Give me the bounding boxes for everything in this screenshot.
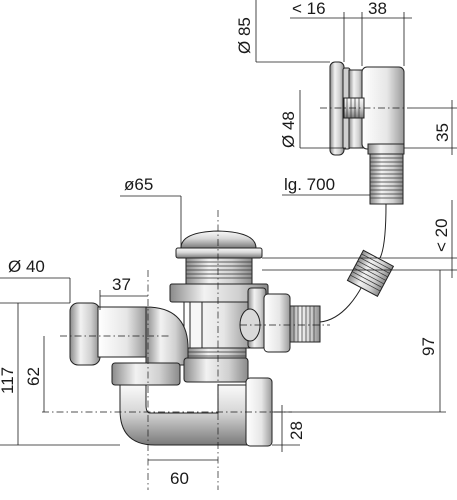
label-overflow-body: 38	[368, 0, 387, 18]
trap-u-bend	[119, 384, 249, 446]
dimension-labels: Ø 85 < 16 38 Ø 48 35 lg. 700 ø65 < 20 97…	[0, 0, 452, 488]
overflow-faceplate	[329, 61, 345, 156]
overflow-hose	[319, 153, 404, 323]
outlet-cap	[69, 302, 101, 366]
trap-assembly	[69, 302, 273, 447]
label-overflow-depth: < 16	[292, 0, 326, 18]
label-overflow-diameter: Ø 85	[235, 17, 254, 54]
outlet-pipe	[97, 306, 147, 358]
trap-nut-right	[183, 357, 249, 383]
label-total-height: 117	[0, 367, 17, 394]
label-outlet-height: 62	[24, 367, 43, 386]
label-hose-length: lg. 700	[284, 175, 335, 194]
trap-nut-left	[111, 362, 181, 386]
plug-flange	[175, 247, 263, 259]
label-overflow-inner-diameter: Ø 48	[279, 111, 298, 148]
label-plug-height: < 20	[432, 218, 451, 252]
side-connector-thread	[289, 305, 321, 343]
popup-plug	[180, 230, 257, 249]
label-overflow-outlet-height: 35	[433, 123, 452, 142]
label-hose-height: 97	[419, 337, 438, 356]
label-trap-offset: 37	[112, 275, 131, 294]
label-trap-width: 60	[170, 469, 189, 488]
label-plug-diameter: ø65	[124, 175, 153, 194]
label-seal-height: 28	[287, 421, 306, 440]
side-connector-nut-outer	[263, 293, 291, 353]
overflow-neck	[367, 143, 405, 155]
overflow-unit	[329, 61, 405, 156]
center-lines	[42, 107, 412, 490]
dimension-lines	[0, 0, 457, 461]
drain-assembly	[169, 230, 321, 363]
label-outlet-diameter: Ø 40	[8, 257, 45, 276]
